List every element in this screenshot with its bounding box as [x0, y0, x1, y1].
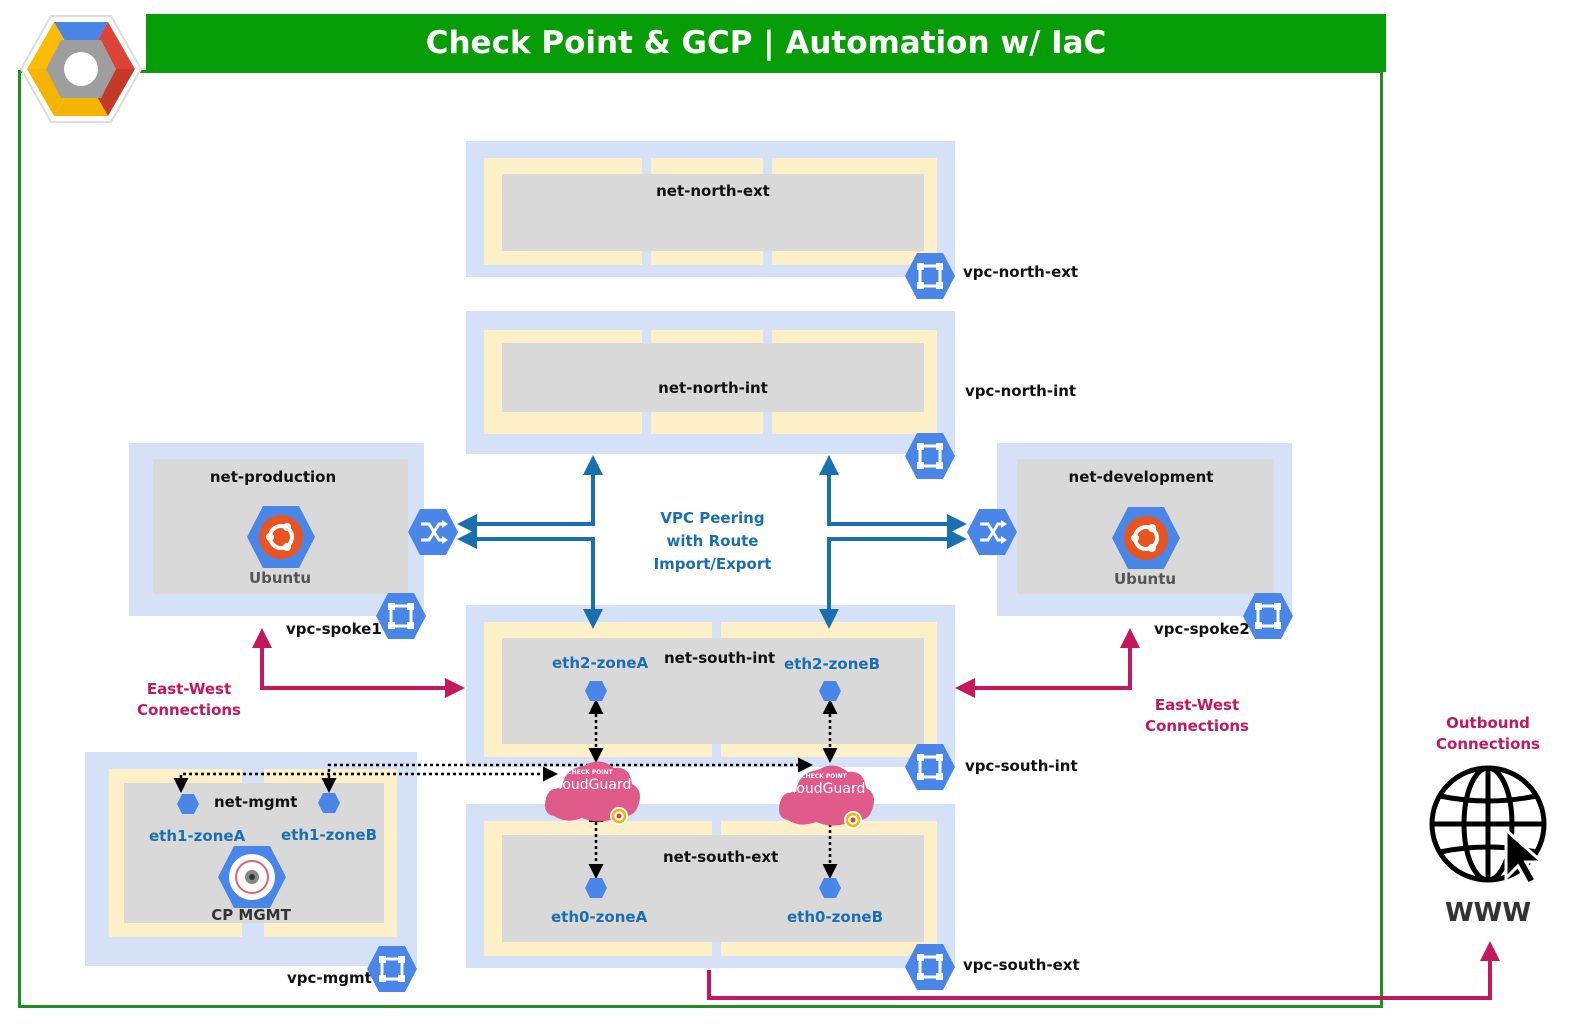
net-mgmt-label: net-mgmt	[214, 793, 298, 811]
interface-icon	[819, 681, 841, 701]
interface-links	[173, 699, 838, 879]
gcp-logo	[19, 15, 143, 123]
east-west-line1: East-West	[1154, 696, 1240, 714]
ubuntu-label: Ubuntu	[248, 569, 312, 587]
interface-icon	[585, 878, 607, 898]
diagram-title: Check Point & GCP | Automation w/ IaC	[146, 14, 1386, 72]
outbound-line2: Connections	[1436, 735, 1540, 753]
cloudguard-label: CloudGuard	[548, 777, 632, 793]
east-west-line2: Connections	[1145, 717, 1249, 735]
ubuntu-icon	[1112, 507, 1180, 569]
interface-icon	[819, 878, 841, 898]
eth0-zoneB-label: eth0-zoneB	[787, 908, 884, 926]
net-production-label: net-production	[209, 468, 337, 486]
eth1-zoneA-label: eth1-zoneA	[149, 827, 246, 845]
www-label: WWW	[1444, 898, 1532, 928]
net-south-ext-box	[502, 835, 924, 942]
net-north-ext-box	[502, 174, 924, 251]
net-north-int-label: net-north-int	[658, 379, 768, 397]
vpc-network-icon	[905, 433, 955, 479]
interface-icon	[318, 793, 340, 813]
cloudguard-gateway-b: CHECK POINT CloudGuard	[776, 758, 880, 838]
east-west-line2: Connections	[137, 701, 241, 719]
net-north-ext-label: net-north-ext	[656, 182, 770, 200]
east-west-label-right: East-West Connections	[1137, 695, 1257, 737]
eth1-zoneB-label: eth1-zoneB	[281, 826, 378, 844]
cp-mgmt-label: CP MGMT	[211, 906, 291, 924]
cloudguard-icon	[779, 765, 874, 829]
eth2-zoneB-label: eth2-zoneB	[784, 655, 881, 673]
vpc-mgmt-label: vpc-mgmt	[287, 969, 372, 987]
cloudguard-icon	[545, 761, 640, 825]
globe-icon	[1429, 765, 1547, 886]
net-north-int-box	[502, 343, 924, 412]
vpc-network-icon	[1243, 593, 1293, 639]
router-icon	[967, 509, 1017, 555]
vpc-network-icon	[905, 253, 955, 299]
outbound-line1: Outbound	[1446, 714, 1530, 732]
net-development-label: net-development	[1068, 468, 1214, 486]
east-west-label-left: East-West Connections	[129, 679, 249, 721]
vpc-network-icon	[905, 944, 955, 990]
vpc-south-int-label: vpc-south-int	[965, 757, 1078, 775]
cloudguard-gateway-a: CHECK POINT CloudGuard	[542, 754, 646, 834]
net-south-ext-label: net-south-ext	[663, 848, 779, 866]
cloudguard-label: CloudGuard	[782, 781, 866, 797]
net-south-int-box	[502, 638, 924, 744]
vpc-network-icon	[367, 946, 417, 992]
vpc-spoke2-label: vpc-spoke2	[1154, 620, 1250, 638]
eth2-zoneA-label: eth2-zoneA	[552, 654, 649, 672]
peering-arrows	[457, 455, 967, 629]
cp-mgmt-icon	[218, 846, 286, 908]
east-west-line1: East-West	[146, 680, 232, 698]
peering-label-line1: VPC Peering	[660, 509, 765, 527]
peering-label-line3: Import/Export	[653, 555, 772, 573]
outbound-label: Outbound Connections	[1428, 713, 1548, 755]
ubuntu-label: Ubuntu	[1113, 570, 1177, 588]
vpc-south-ext-label: vpc-south-ext	[963, 956, 1080, 974]
ubuntu-icon	[247, 506, 315, 568]
cloudguard-small-label: CHECK POINT	[567, 769, 613, 776]
east-west-arrows	[252, 628, 1500, 1000]
vpc-network-icon	[376, 593, 426, 639]
net-south-int-label: net-south-int	[664, 649, 776, 667]
vpc-network-icon	[905, 744, 955, 790]
vpc-north-ext-label: vpc-north-ext	[963, 263, 1079, 281]
vpc-north-int-label: vpc-north-int	[965, 382, 1077, 400]
peering-label: VPC Peering with Route Import/Export	[640, 507, 785, 576]
eth0-zoneA-label: eth0-zoneA	[551, 908, 648, 926]
cloudguard-small-label: CHECK POINT	[801, 773, 847, 780]
router-icon	[408, 509, 458, 555]
peering-label-line2: with Route	[666, 532, 759, 550]
interface-icon	[177, 794, 199, 814]
interface-icon	[585, 681, 607, 701]
